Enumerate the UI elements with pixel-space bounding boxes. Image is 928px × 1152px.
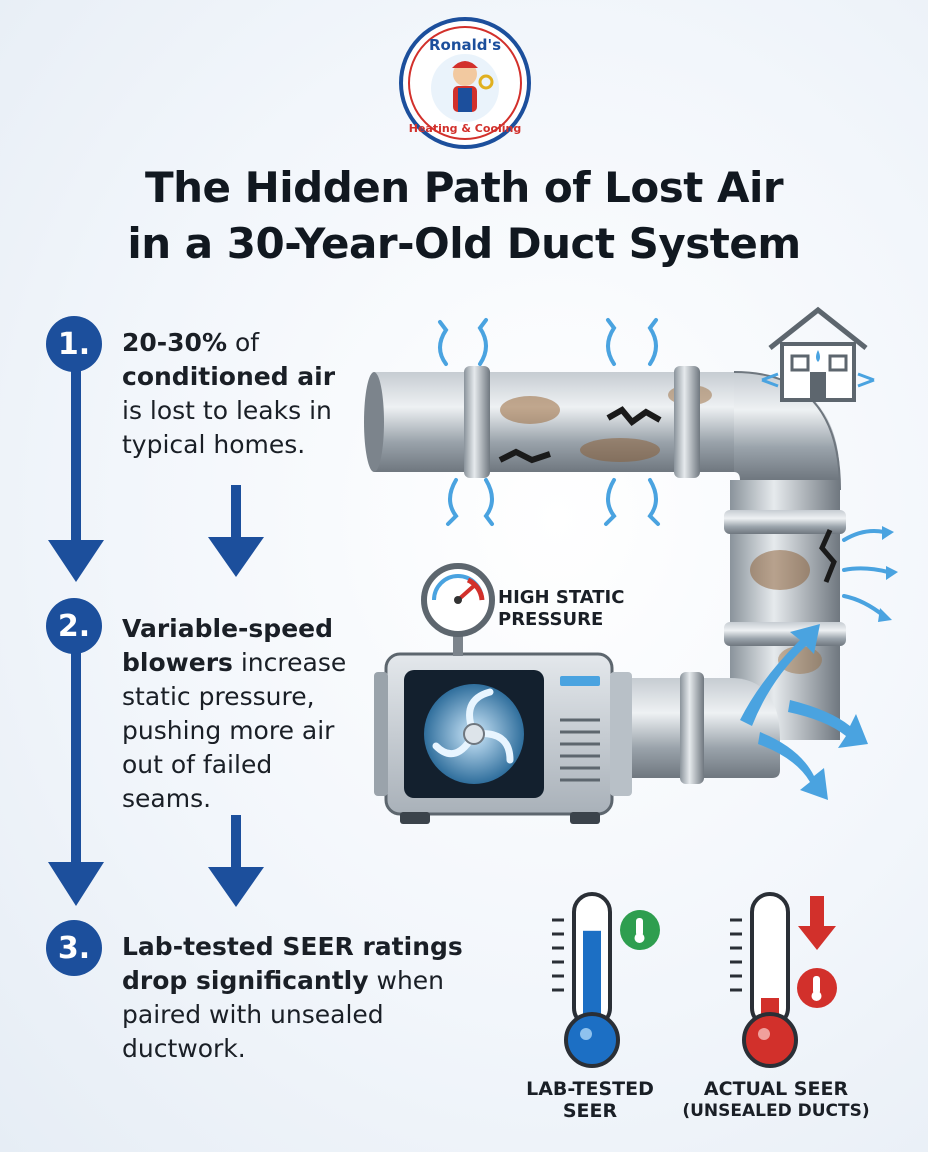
step-2-bold1: Variable-speed (122, 614, 333, 643)
step-1-text3: typical homes. (122, 430, 306, 459)
large-air-arrows (740, 624, 868, 800)
blower-unit (374, 652, 632, 824)
step-1-text1: of (227, 328, 260, 357)
step-3-bold1: Lab-tested SEER ratings (122, 932, 463, 961)
thermo-1-line1: ACTUAL SEER (703, 1078, 849, 1100)
down-arrow-icon (208, 485, 264, 577)
actual-seer-label: ACTUAL SEER (UNSEALED DUCTS) (676, 1078, 876, 1122)
step-2-badge: 2. (46, 598, 102, 654)
down-arrow-icon (48, 650, 104, 906)
step-2-text5: seams. (122, 784, 212, 813)
step-3-text3: ductwork. (122, 1034, 246, 1063)
duct-pipe-horizontal (364, 366, 734, 478)
thermo-0-line2: SEER (562, 1100, 618, 1122)
down-arrow-icon (798, 896, 836, 950)
thermometer-icon (797, 968, 837, 1008)
air-leak-arrows (438, 318, 890, 618)
step-2-text1: increase (232, 648, 347, 677)
step-1-text: 20-30% of conditioned air is lost to lea… (122, 326, 335, 462)
title-line2: in a 30-Year-Old Duct System (127, 219, 801, 268)
duct-pipe-vertical (724, 480, 846, 740)
lab-tested-seer-label: LAB-TESTED SEER (510, 1078, 670, 1122)
step-3-bold2: drop significantly (122, 966, 369, 995)
step-2-text4: out of failed (122, 750, 273, 779)
step-2-text: Variable-speed blowers increase static p… (122, 612, 346, 816)
step-2-text3: pushing more air (122, 716, 335, 745)
down-arrow-icon (48, 370, 104, 582)
title-line1: The Hidden Path of Lost Air (144, 163, 784, 212)
logo-line2: Heating & Cooling (409, 122, 522, 135)
step-1-badge: 1. (46, 316, 102, 372)
lab-tested-thermometer (552, 892, 660, 1068)
thermo-0-line1: LAB-TESTED (526, 1078, 654, 1100)
step-1-bold1: 20-30% (122, 328, 228, 357)
pressure-gauge-icon (421, 563, 495, 656)
step-3-text2: paired with unsealed (122, 1000, 384, 1029)
step-3-badge: 3. (46, 920, 102, 976)
step-2-bold2: blowers (122, 648, 233, 677)
logo-line1: Ronald's (429, 36, 501, 54)
step-3-text1: when (368, 966, 445, 995)
thermometer-icon (620, 910, 660, 950)
company-logo: Ronald's Heating & Cooling (399, 17, 531, 149)
actual-seer-thermometer (730, 892, 837, 1068)
house-icon (761, 306, 875, 402)
step-1-bold2: conditioned air (122, 362, 336, 391)
step-2-text2: static pressure, (122, 682, 315, 711)
thermo-1-line2: (UNSEALED DUCTS) (682, 1101, 870, 1121)
gauge-line1: HIGH STATIC (498, 587, 625, 608)
down-arrow-icon (208, 815, 264, 907)
step-1-text2: is lost to leaks in (122, 396, 332, 425)
page-title: The Hidden Path of Lost Air in a 30-Year… (0, 160, 928, 272)
step-3-text: Lab-tested SEER ratings drop significant… (122, 930, 463, 1066)
duct-illustration (364, 306, 898, 824)
high-static-pressure-label: HIGH STATIC PRESSURE (498, 587, 624, 631)
gauge-line2: PRESSURE (498, 609, 604, 630)
